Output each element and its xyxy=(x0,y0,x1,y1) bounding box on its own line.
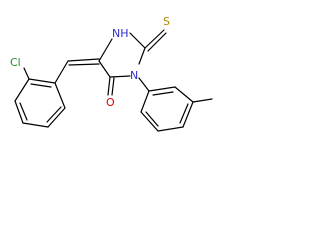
bond xyxy=(147,32,167,52)
bond xyxy=(140,90,150,113)
bond xyxy=(140,111,159,132)
bond xyxy=(144,29,165,49)
bond xyxy=(138,47,146,65)
bond xyxy=(152,91,174,96)
bond xyxy=(179,103,189,124)
bond xyxy=(129,32,146,49)
bond xyxy=(109,75,131,78)
bond xyxy=(28,78,56,84)
molecule-structure-diagram: Cl NH S N O xyxy=(0,0,232,142)
oxygen-atom-label: O xyxy=(106,96,115,109)
bonds xyxy=(14,29,213,132)
bond xyxy=(68,63,100,66)
bond xyxy=(14,100,24,124)
bond xyxy=(111,77,115,96)
nitrogen-atom-label: N xyxy=(130,69,138,82)
bond xyxy=(98,38,113,62)
sulfur-atom-label: S xyxy=(163,15,170,28)
bond xyxy=(138,77,150,92)
bond xyxy=(148,86,176,92)
bond xyxy=(22,122,49,128)
bond xyxy=(30,83,52,88)
bond xyxy=(47,107,66,128)
bond xyxy=(19,102,28,121)
bond xyxy=(145,111,159,127)
bond xyxy=(54,82,66,109)
bond xyxy=(67,58,100,62)
molecule-svg: Cl NH S N O xyxy=(10,15,213,132)
bond xyxy=(23,67,30,80)
bond xyxy=(98,60,111,78)
nh-atom-label: NH xyxy=(112,27,129,40)
bond xyxy=(192,98,213,103)
bond xyxy=(14,78,30,102)
chlorine-atom-label: Cl xyxy=(10,56,21,69)
bond xyxy=(157,126,184,132)
bond xyxy=(107,76,111,96)
bond xyxy=(182,101,194,128)
bond xyxy=(174,86,194,103)
bond xyxy=(46,106,62,123)
bond xyxy=(54,60,69,84)
